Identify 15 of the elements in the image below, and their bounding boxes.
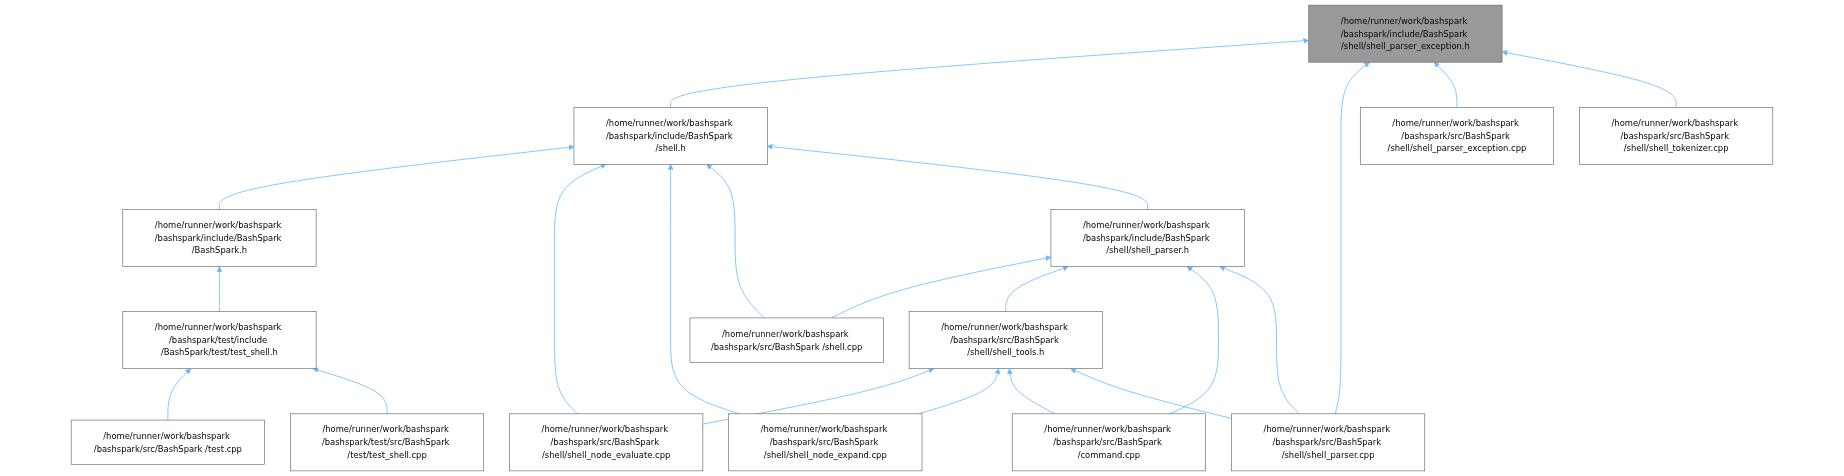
node-box: /home/runner/work/bashspark /bashspark/src/BashSpark /shell/shell_tools.h (908, 311, 1103, 369)
node-box: /home/runner/work/bashspark /bashspark/src/BashSpark /shell/shell_node_evaluate.cpp (509, 413, 704, 472)
node-box: /home/runner/work/bashspark /bashspark/test/include /BashSpark/test/test_shell.h (122, 311, 317, 369)
node-box: /home/runner/work/bashspark /bashspark/include/BashSpark /BashSpark.h (122, 209, 317, 267)
node-box: /home/runner/work/bashspark /bashspark/src/BashSpark /shell/shell_node_expand.cpp (728, 413, 923, 472)
node-box: /home/runner/work/bashspark /bashspark/src/BashSpark /shell/shell_tokenizer.cpp (1579, 107, 1774, 165)
node-box: /home/runner/work/bashspark /bashspark/src/BashSpark /shell/shell_parser_exception.cpp (1359, 107, 1554, 165)
node-box: /home/runner/work/bashspark /bashspark/src/BashSpark /command.cpp (1011, 413, 1206, 472)
node-box: /home/runner/work/bashspark /bashspark/include/BashSpark /shell/shell_parser_exception.h (1308, 4, 1503, 63)
node-box: /home/runner/work/bashspark /bashspark/src/BashSpark /shell/shell_parser.cpp (1231, 413, 1426, 472)
node-box: /home/runner/work/bashspark /bashspark/include/BashSpark /shell.h (573, 107, 768, 165)
node-box: /home/runner/work/bashspark /bashspark/include/BashSpark /shell/shell_parser.h (1050, 209, 1245, 267)
node-box: /home/runner/work/bashspark /bashspark/test/src/BashSpark /test/test_shell.cpp (290, 413, 485, 472)
node-box: /home/runner/work/bashspark /bashspark/src/BashSpark /test.cpp (70, 419, 265, 465)
node-box: /home/runner/work/bashspark /bashspark/src/BashSpark /shell.cpp (689, 317, 884, 363)
